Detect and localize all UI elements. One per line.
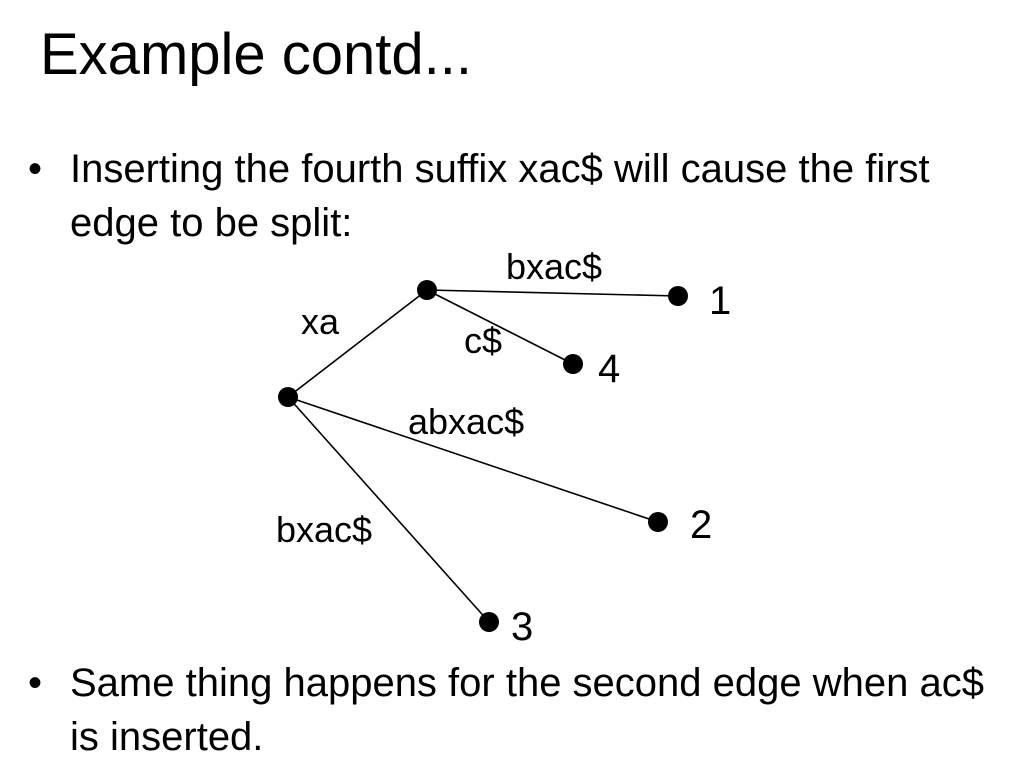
edge-label-abxac: abxac$ <box>408 401 524 442</box>
bullet-item-2: • Same thing happens for the second edge… <box>28 656 988 764</box>
edge-label-bxac-bottom: bxac$ <box>276 509 372 550</box>
edge-inner-leaf1 <box>426 289 679 297</box>
leaf-node-2 <box>648 512 668 532</box>
leaf-node-1 <box>668 286 688 306</box>
bullet-marker: • <box>28 147 43 191</box>
bullet-marker: • <box>28 661 43 705</box>
edge-label-xa: xa <box>301 301 340 342</box>
edge-root-inner <box>287 289 428 398</box>
edge-root-leaf3 <box>287 396 490 623</box>
bullet-text: Same thing happens for the second edge w… <box>70 661 984 759</box>
edge-inner-leaf4 <box>426 289 574 365</box>
bullet-text: Inserting the fourth suffix xac$ will ca… <box>70 147 930 245</box>
leaf-label-2: 2 <box>690 503 712 547</box>
edge-label-bxac-top: bxac$ <box>506 246 602 287</box>
internal-node <box>417 280 437 300</box>
slide-title: Example contd... <box>40 22 472 87</box>
edge-label-c: c$ <box>464 320 502 361</box>
leaf-label-1: 1 <box>709 279 731 323</box>
edge-root-leaf2 <box>287 396 659 523</box>
leaf-label-4: 4 <box>598 347 620 391</box>
bullet-item-1: • Inserting the fourth suffix xac$ will … <box>28 142 988 250</box>
leaf-node-3 <box>479 612 499 632</box>
root-node <box>278 387 298 407</box>
leaf-label-3: 3 <box>511 605 533 649</box>
leaf-node-4 <box>563 354 583 374</box>
